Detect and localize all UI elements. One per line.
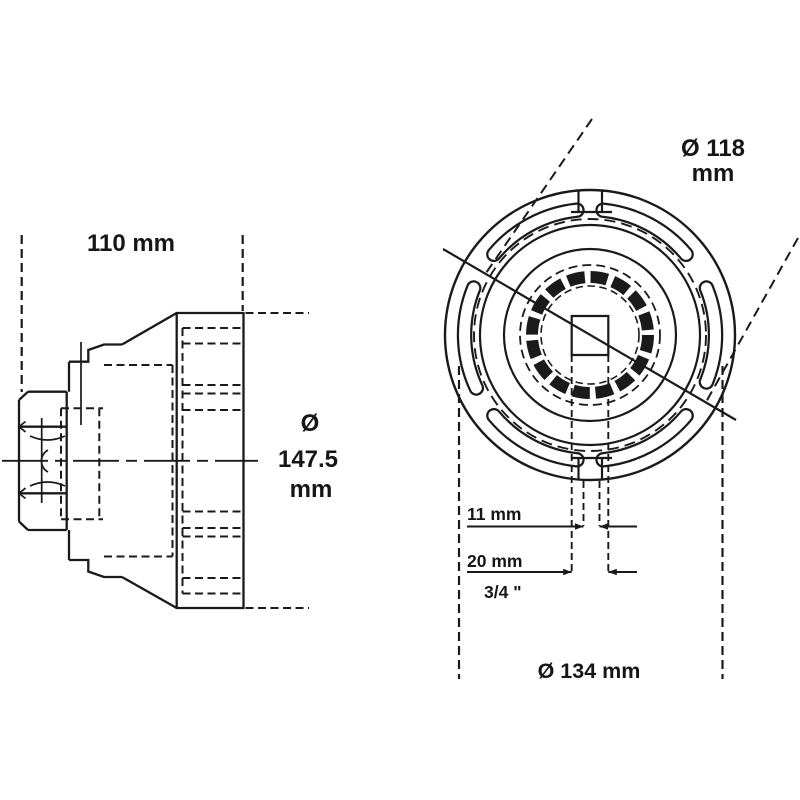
tab-bottom (571, 456, 612, 480)
arrowhead (599, 523, 608, 530)
rim-slots (456, 202, 724, 468)
label-inner-diameter-unit: mm (692, 160, 735, 187)
arrowhead (575, 523, 584, 530)
hidden-circle-118mm (473, 218, 707, 452)
arrowhead (608, 568, 617, 576)
hex-flat-lines (19, 425, 67, 495)
hex-face-arcs (29, 435, 66, 487)
rim-extension-lines (457, 366, 724, 679)
label-outer-diameter-symbol: Ø (301, 410, 320, 437)
label-outer-diameter-unit: mm (290, 476, 333, 503)
outer-circle (443, 188, 737, 482)
hidden-bore (104, 364, 174, 558)
arrowhead (563, 568, 572, 576)
hidden-interior-lines (182, 327, 242, 595)
cup-mouth-extensions (245, 312, 309, 609)
collar-faces (65, 361, 71, 560)
cup-outline (175, 311, 245, 610)
inner-bore-circle (502, 247, 678, 423)
tab-extension-lines (582, 481, 601, 526)
label-square-width: 20 mm (467, 551, 522, 571)
hidden-circle-teeth-inner (540, 285, 640, 385)
label-inner-diameter-value: Ø 118 (681, 135, 745, 162)
cone-edges (121, 312, 178, 610)
square-extension-lines (570, 355, 610, 571)
front-view-drawing (442, 118, 799, 679)
diameter-line (442, 248, 737, 421)
dimension-lines (467, 523, 637, 576)
label-square-drive: 3/4 " (484, 582, 522, 602)
cup-mouth-circle (478, 223, 702, 447)
hex-chamfer-notches (17, 420, 27, 500)
label-tab-width: 11 mm (467, 504, 521, 524)
label-rim-diameter: Ø 134 mm (538, 659, 641, 683)
side-view-drawing (2, 235, 309, 610)
label-overall-length: 110 mm (87, 230, 175, 257)
tab-top (571, 190, 612, 214)
hidden-circle-teeth-outer (519, 264, 661, 406)
labels: 110 mm Ø 147.5 mm Ø 118 mm 11 mm 20 mm 3… (87, 135, 745, 683)
spline-teeth-ring (526, 271, 654, 399)
collar-profile (69, 343, 122, 579)
label-outer-diameter-value: 147.5 (278, 446, 338, 473)
